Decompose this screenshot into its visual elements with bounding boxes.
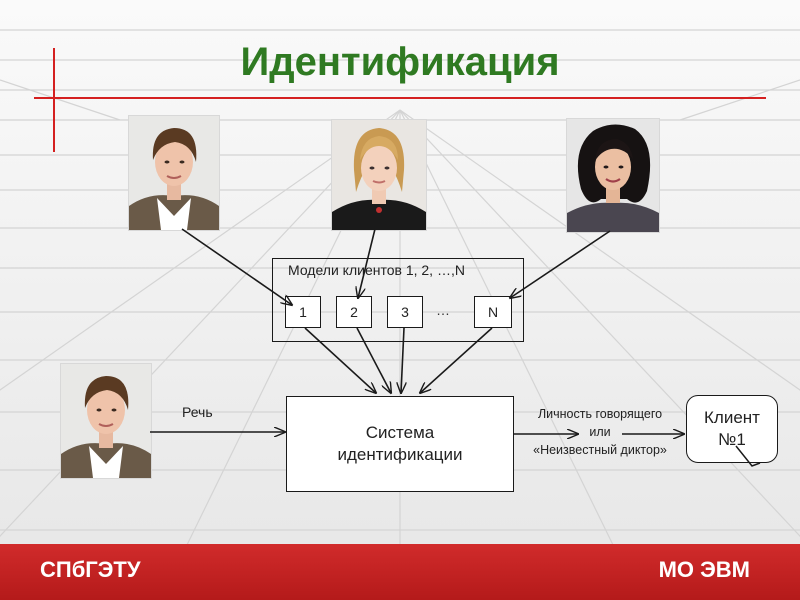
footer-left-label: СПбГЭТУ bbox=[40, 557, 141, 582]
model-box-3: 3 bbox=[387, 296, 423, 328]
model-box-2: 2 bbox=[336, 296, 372, 328]
client-line-1: Клиент bbox=[704, 408, 760, 427]
footer-right-label: МО ЭВМ bbox=[658, 557, 750, 582]
client-models-label: Модели клиентов 1, 2, …,N bbox=[288, 262, 465, 278]
client-line-2: №1 bbox=[718, 430, 746, 449]
client-callout: Клиент №1 bbox=[686, 395, 778, 463]
client-photo-3 bbox=[566, 118, 660, 233]
client-photo-1 bbox=[128, 115, 220, 231]
speech-label: Речь bbox=[182, 404, 213, 420]
result-line-2: или bbox=[589, 425, 611, 439]
system-line-1: Система bbox=[365, 423, 435, 442]
result-label: Личность говорящего или «Неизвестный дик… bbox=[514, 405, 686, 459]
model-box-1: 1 bbox=[285, 296, 321, 328]
page-title: Идентификация bbox=[240, 40, 560, 84]
result-line-1: Личность говорящего bbox=[537, 407, 663, 421]
result-line-3: «Неизвестный диктор» bbox=[533, 443, 667, 457]
model-box-n: N bbox=[474, 296, 512, 328]
identification-system-box: Система идентификации bbox=[286, 396, 514, 492]
footer-bar bbox=[0, 544, 800, 600]
model-ellipsis: … bbox=[436, 302, 450, 318]
client-photo-2 bbox=[331, 119, 427, 231]
system-line-2: идентификации bbox=[337, 445, 463, 464]
speaker-photo bbox=[60, 363, 152, 479]
